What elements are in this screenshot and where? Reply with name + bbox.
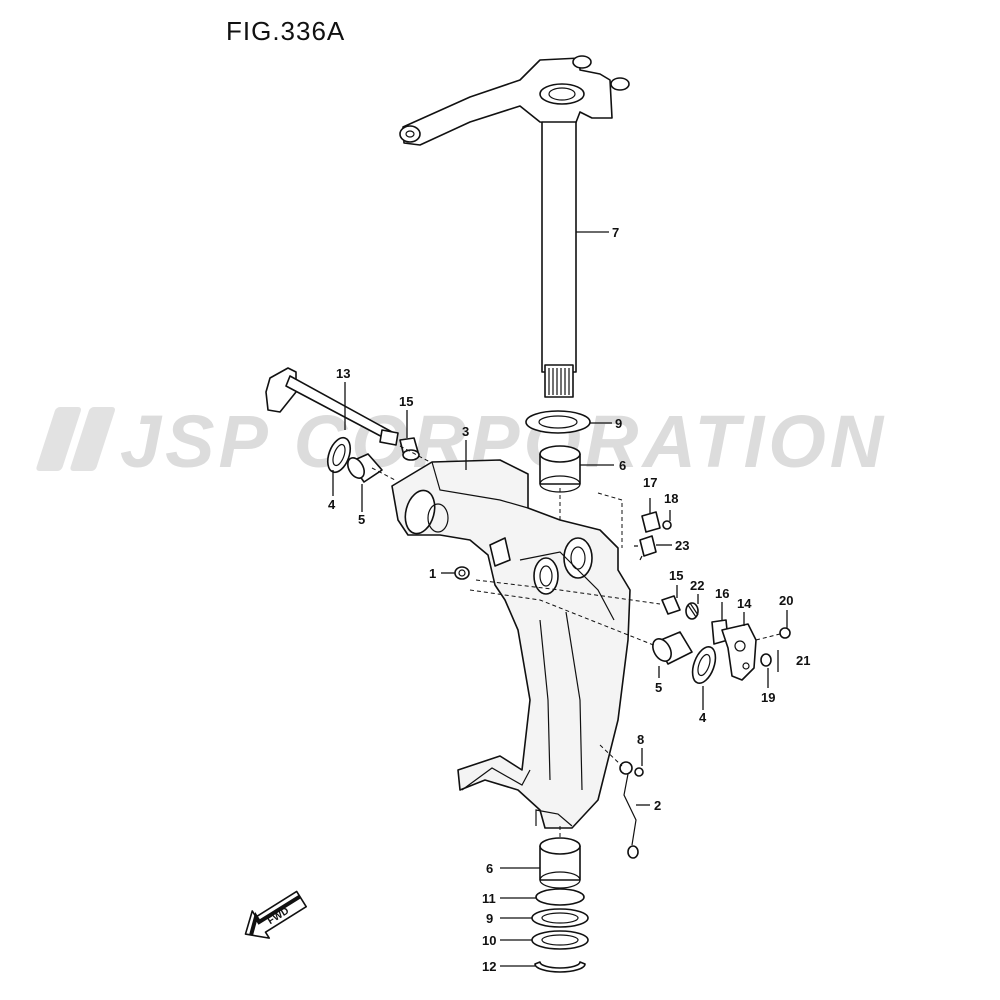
callout-9-top: 9 [615, 416, 622, 431]
washer-9-top-hole [538, 415, 578, 429]
callout-6-bottom: 6 [486, 861, 493, 876]
callout-11: 11 [482, 891, 496, 906]
callout-14: 14 [737, 596, 752, 611]
spring-22 [685, 602, 699, 620]
callout-9-bottom: 9 [486, 911, 493, 926]
watermark-logo-mark [36, 407, 116, 471]
callout-13: 13 [336, 366, 350, 381]
callout-15-right: 15 [669, 568, 683, 583]
pin-20 [779, 627, 791, 639]
callout-5-right: 5 [655, 680, 662, 695]
tilt-lock-lever [711, 619, 757, 681]
bushing-left [347, 453, 383, 483]
callout-6-top: 6 [619, 458, 626, 473]
callout-10: 10 [482, 933, 496, 948]
callout-20: 20 [779, 593, 793, 608]
bushing-6-top [539, 445, 581, 493]
callout-1: 1 [429, 566, 436, 581]
washer-9-bottom-hole [541, 912, 579, 924]
snap-ring-12 [534, 961, 586, 973]
leader-lines [332, 231, 788, 967]
callouts: 7 13 15 9 3 6 4 5 17 18 23 1 15 22 16 14… [328, 225, 810, 974]
callout-4-right: 4 [699, 710, 707, 725]
washer-right-hole [697, 653, 711, 677]
callout-17: 17 [643, 475, 657, 490]
swivel-bracket [391, 459, 631, 829]
screw-18 [662, 520, 672, 530]
callout-21: 21 [796, 653, 810, 668]
callout-22: 22 [690, 578, 704, 593]
bushing-6-bottom [539, 837, 581, 889]
callout-19: 19 [761, 690, 775, 705]
bolt-1 [454, 566, 470, 580]
callout-2: 2 [654, 798, 661, 813]
callout-5-left: 5 [358, 512, 365, 527]
figure-title: FIG.336A [226, 16, 346, 46]
fwd-arrow-badge: FWD [244, 890, 308, 939]
callout-18: 18 [664, 491, 678, 506]
washer-10-hole [541, 934, 579, 946]
bushing-right-small [661, 595, 681, 615]
washer-9-top [525, 410, 591, 434]
washer-right [691, 646, 717, 684]
tilt-rod [265, 367, 399, 446]
switch-23 [634, 535, 657, 561]
bushing-right [652, 631, 693, 665]
callout-4-left: 4 [328, 497, 336, 512]
washer-9-bottom [531, 908, 589, 928]
callout-12: 12 [482, 959, 496, 974]
bushing-top [399, 437, 420, 461]
washer-19 [760, 653, 772, 667]
callout-23: 23 [675, 538, 689, 553]
washer-left-hole [332, 443, 346, 467]
callout-15-top: 15 [399, 394, 413, 409]
washer-10 [531, 930, 589, 950]
callout-7: 7 [612, 225, 619, 240]
callout-3: 3 [462, 424, 469, 439]
callout-8: 8 [637, 732, 644, 747]
steering-shaft [399, 55, 630, 398]
plate-17 [641, 511, 661, 533]
callout-16: 16 [715, 586, 729, 601]
ground-wire [619, 761, 644, 859]
washer-11 [535, 888, 585, 906]
